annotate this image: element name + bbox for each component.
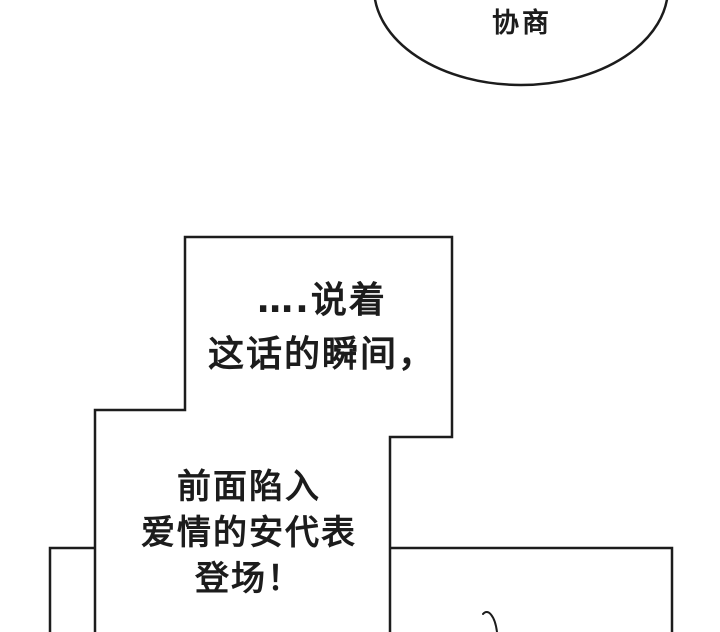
top-speech-bubble	[373, 0, 669, 87]
top-bubble-text: 协商	[492, 8, 552, 39]
speech-box-upper-text: ….说着 这话的瞬间，	[188, 274, 456, 382]
speech-line: 登场！	[195, 559, 303, 599]
character-hair-curl	[482, 611, 498, 632]
speech-line: 爱情的安代表	[141, 513, 357, 553]
speech-box-lower-text: 前面陷入 爱情的安代表 登场！	[110, 464, 388, 602]
speech-line: 这话的瞬间，	[207, 334, 436, 375]
speech-box-outline	[93, 235, 454, 632]
speech-line: 前面陷入	[177, 467, 321, 507]
speech-line: ….说着	[257, 280, 387, 321]
